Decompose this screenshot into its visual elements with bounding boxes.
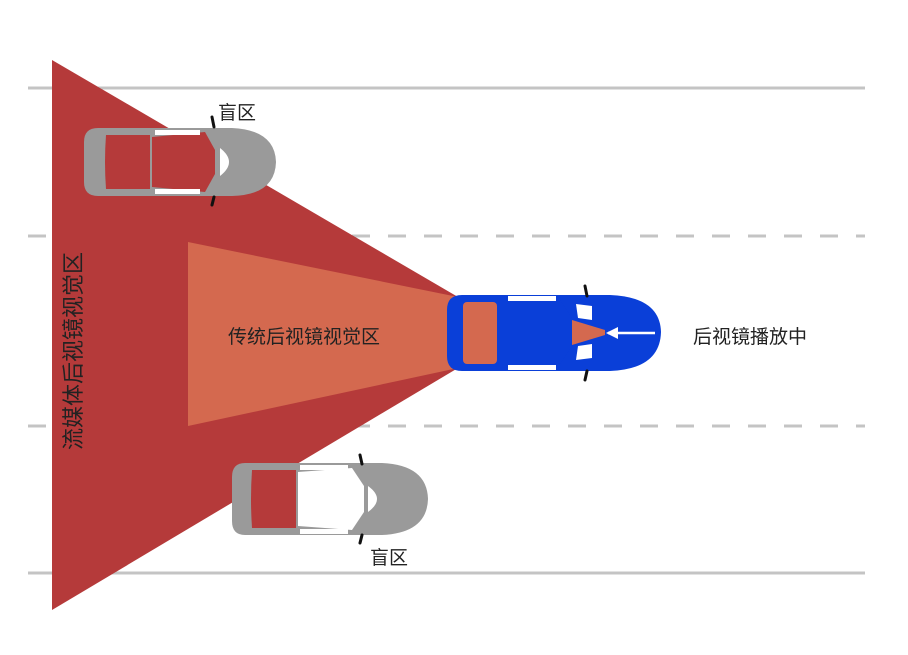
traditional-view-zone	[188, 242, 458, 426]
rear-display-label: 后视镜播放中	[693, 326, 808, 348]
other-car-bottom	[232, 453, 428, 545]
ego-car	[447, 284, 661, 382]
traditional-view-label: 传统后视镜视觉区	[228, 326, 381, 348]
streaming-view-label: 流媒体后视镜视觉区	[62, 251, 87, 450]
blind-spot-label-bottom: 盲区	[370, 547, 409, 569]
other-car-top	[84, 115, 276, 207]
blind-spot-label-top: 盲区	[218, 102, 257, 124]
